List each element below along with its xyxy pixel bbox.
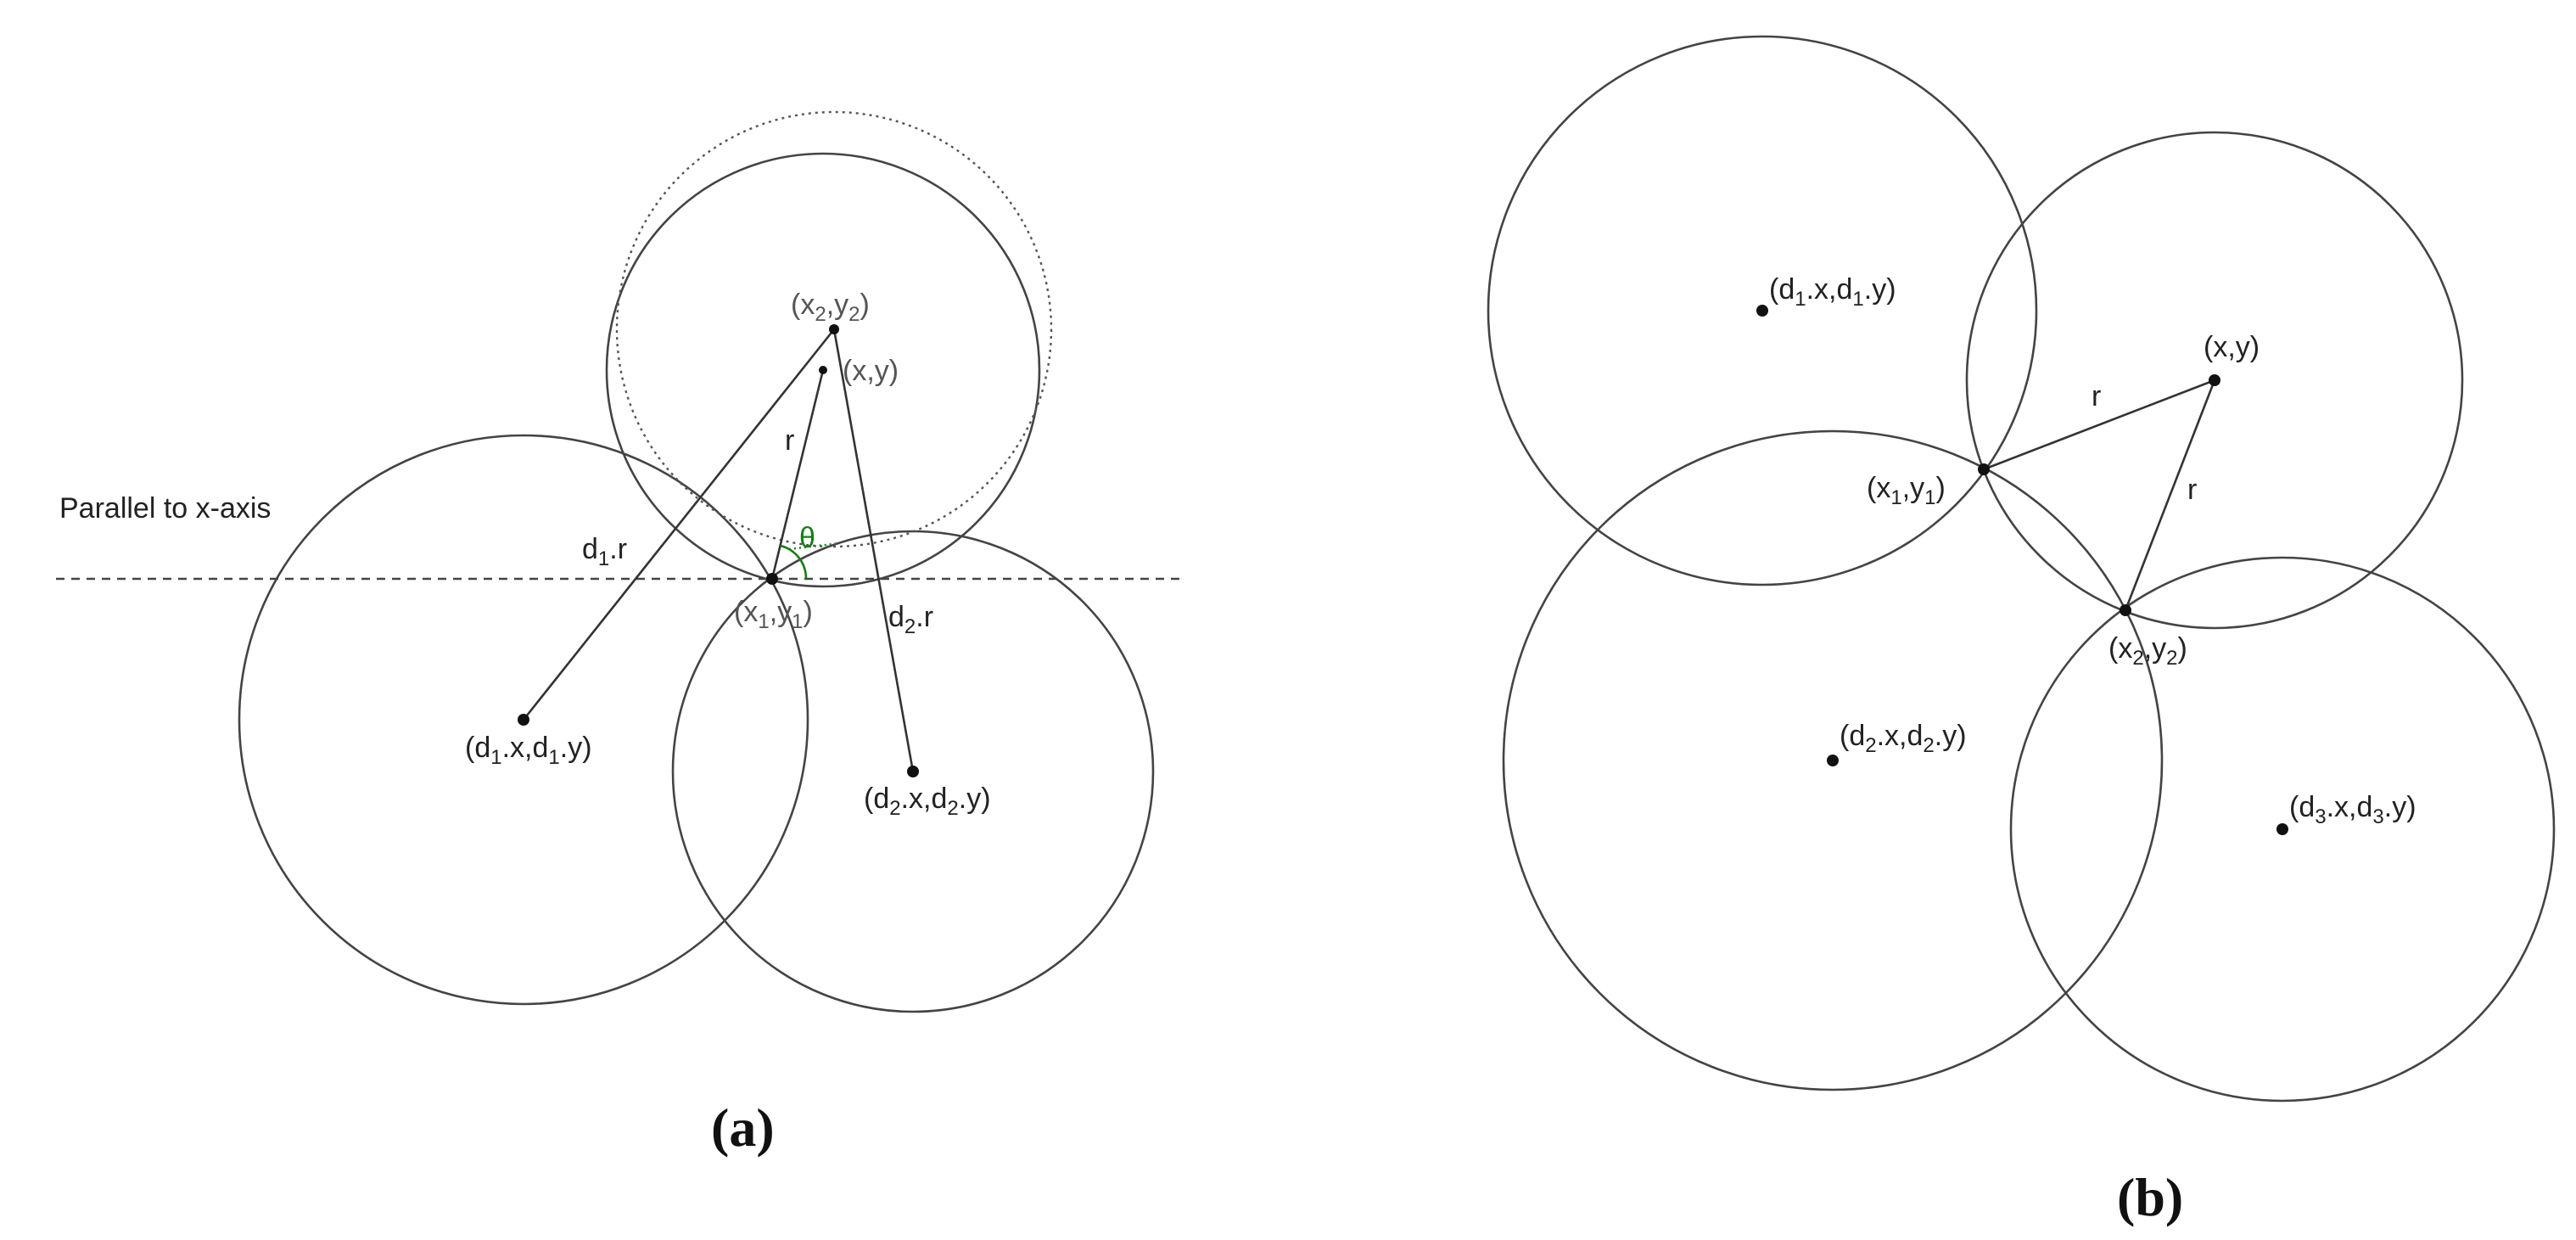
circle-d1	[238, 434, 809, 1006]
label-xy: (x,y)	[843, 355, 899, 387]
point-x2y2	[829, 324, 839, 334]
point-d1	[1756, 305, 1768, 317]
label-d2r: d2.r	[888, 601, 933, 638]
circle-d2	[1502, 429, 2164, 1091]
label-d1xy: (d1.x,d1.y)	[465, 732, 592, 769]
theta-dotted-guide	[788, 541, 841, 551]
panel-b: (d1.x,d1.y) (x,y) r r (x1,y1) (x2,y2) (d…	[1487, 35, 2556, 1227]
point-d1	[518, 714, 529, 726]
label-d1r: d1.r	[582, 533, 627, 570]
point-d2	[907, 766, 919, 777]
circle-dotted-x2y2	[615, 110, 1053, 548]
point-xy	[819, 366, 827, 374]
label-d1xy: (d1.x,d1.y)	[1769, 273, 1896, 311]
segment-d1-x2y2	[522, 328, 836, 721]
label-x1y1: (x1,y1)	[1867, 472, 1946, 509]
circle-xy	[1965, 131, 2464, 630]
point-d2	[1827, 755, 1839, 766]
circle-xy	[605, 152, 1041, 588]
segment-xy-x2y2	[2124, 379, 2216, 611]
label-d2xy: (d2.x,d2.y)	[1840, 720, 1967, 757]
circle-d3	[2009, 556, 2556, 1103]
label-r-right: r	[2187, 474, 2197, 506]
label-theta: θ	[799, 522, 815, 554]
parallel-label: Parallel to x-axis	[59, 492, 271, 525]
label-xy: (x,y)	[2204, 331, 2260, 363]
caption-a: (a)	[711, 1097, 775, 1158]
segment-x2y2-d2	[832, 328, 915, 772]
point-x2y2	[2120, 604, 2131, 616]
label-x1y1: (x1,y1)	[734, 596, 813, 633]
panel-a: Parallel to x-axis (x2,y2) (x,y) r θ d1.…	[56, 110, 1179, 1158]
segment-x1y1-xy	[1983, 379, 2215, 471]
label-r-upper: r	[2092, 380, 2101, 412]
label-r: r	[785, 424, 794, 457]
theta-arc	[780, 544, 808, 580]
label-x2y2: (x2,y2)	[791, 289, 870, 326]
circle-d1	[1487, 35, 2038, 586]
label-d2xy: (d2.x,d2.y)	[864, 783, 991, 820]
caption-b: (b)	[2117, 1167, 2183, 1227]
point-x1y1	[1978, 463, 1990, 475]
segment-x1y1-xy	[770, 369, 825, 580]
label-d3xy: (d3.x,d3.y)	[2289, 791, 2416, 828]
point-d3	[2276, 823, 2288, 835]
point-xy	[2209, 374, 2220, 386]
label-x2y2: (x2,y2)	[2108, 632, 2187, 670]
point-x1y1	[766, 573, 778, 585]
